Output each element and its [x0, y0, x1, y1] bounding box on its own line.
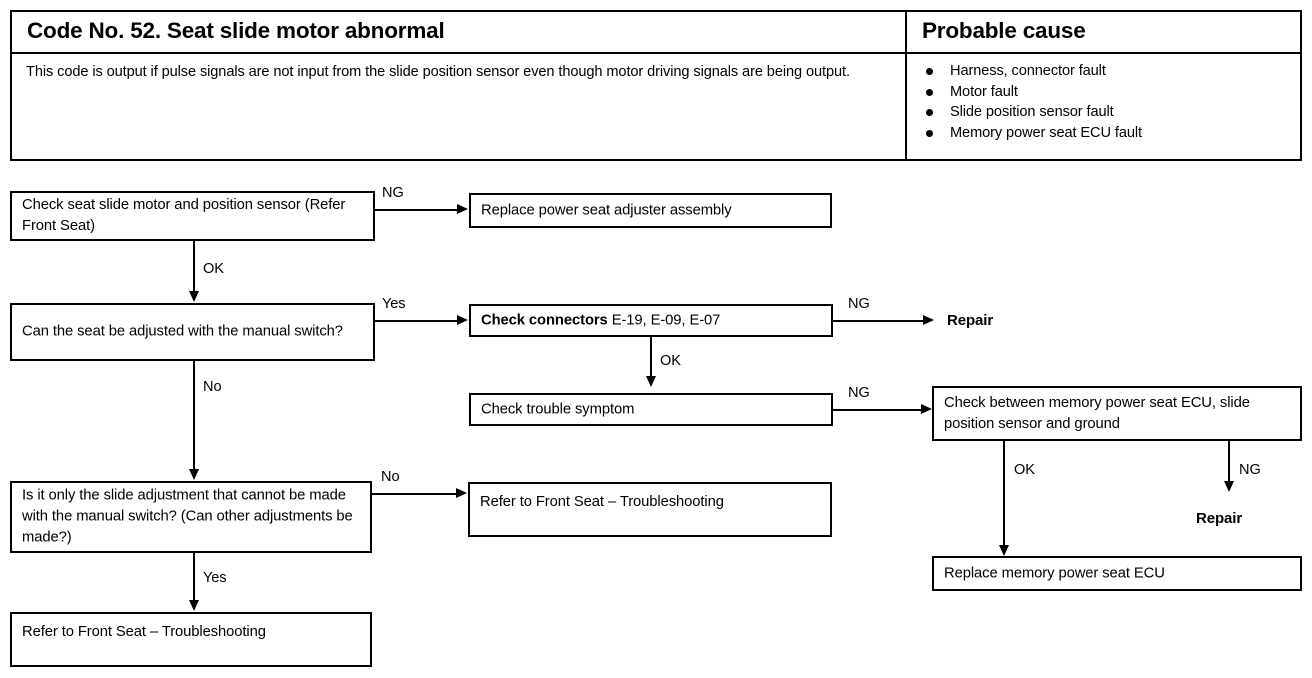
- flow-box-text: Replace power seat adjuster assembly: [481, 202, 732, 218]
- flow-box-label: Check connectors: [481, 312, 608, 328]
- edge-line: [375, 320, 459, 322]
- edge-label-yes-2: Yes: [203, 570, 227, 586]
- flow-box-text: Check seat slide motor and position sens…: [22, 197, 346, 234]
- edge-arrowhead: [921, 404, 932, 414]
- edge-line: [193, 361, 195, 473]
- flow-label-repair-right: Repair: [1196, 510, 1243, 527]
- edge-label-ng-4: NG: [1239, 462, 1261, 478]
- flow-box-check-trouble-symptom: Check trouble symptom: [469, 393, 833, 426]
- flow-box-replace-ecu: Replace memory power seat ECU: [932, 556, 1302, 591]
- flow-box-can-adjust-manual: Can the seat be adjusted with the manual…: [10, 303, 375, 361]
- flow-box-text: Can the seat be adjusted with the manual…: [22, 323, 343, 340]
- probable-cause-title: Probable cause: [922, 18, 1086, 43]
- flow-box-refer-front-seat-right: Refer to Front Seat – Troubleshooting: [468, 482, 832, 537]
- edge-label-ok-2: OK: [660, 353, 681, 369]
- table-header-divider-right: [905, 52, 1302, 54]
- edge-line: [193, 553, 195, 604]
- edge-line: [193, 241, 195, 295]
- edge-label-no-2: No: [381, 469, 400, 485]
- list-item: Motor fault: [922, 82, 1292, 103]
- flow-box-check-motor-sensor: Check seat slide motor and position sens…: [10, 191, 375, 241]
- edge-arrowhead: [457, 204, 468, 214]
- edge-line: [833, 320, 925, 322]
- edge-line: [833, 409, 923, 411]
- flow-box-text: Refer to Front Seat – Troubleshooting: [22, 624, 266, 640]
- edge-arrowhead: [998, 545, 1009, 556]
- flow-box-text: Check trouble symptom: [481, 401, 635, 417]
- table-header-divider-left: [10, 52, 905, 54]
- code-title: Code No. 52. Seat slide motor abnormal: [27, 18, 445, 43]
- edge-line: [372, 493, 458, 495]
- edge-arrowhead: [188, 600, 199, 611]
- table-vertical-divider: [905, 10, 907, 161]
- edge-arrowhead: [456, 488, 467, 498]
- list-item: Slide position sensor fault: [922, 102, 1292, 123]
- flow-box-check-between-ecu: Check between memory power seat ECU, sli…: [932, 386, 1302, 441]
- edge-line: [1003, 441, 1005, 549]
- edge-line: [375, 209, 459, 211]
- edge-label-ok-3: OK: [1014, 462, 1035, 478]
- flow-box-connector-codes: E-19, E-09, E-07: [611, 312, 721, 328]
- code-description: This code is output if pulse signals are…: [26, 64, 850, 80]
- flow-box-text: Replace memory power seat ECU: [944, 565, 1165, 581]
- flow-box-text: Is it only the slide adjustment that can…: [22, 487, 353, 546]
- list-item: Harness, connector fault: [922, 61, 1292, 82]
- edge-arrowhead: [188, 291, 199, 302]
- edge-arrowhead: [188, 469, 199, 480]
- flow-box-replace-adjuster: Replace power seat adjuster assembly: [469, 193, 832, 228]
- edge-label-ok-1: OK: [203, 261, 224, 277]
- list-item: Memory power seat ECU fault: [922, 123, 1292, 144]
- flow-box-check-connectors: Check connectors E-19, E-09, E-07: [469, 304, 833, 337]
- edge-arrowhead: [1223, 481, 1234, 492]
- edge-line: [1228, 441, 1230, 485]
- flow-box-refer-front-seat-bottom: Refer to Front Seat – Troubleshooting: [10, 612, 372, 667]
- edge-label-ng-1: NG: [382, 185, 404, 201]
- edge-label-ng-3: NG: [848, 385, 870, 401]
- flow-box-text: Check between memory power seat ECU, sli…: [944, 394, 1250, 432]
- fault-code-table: [10, 10, 1302, 161]
- edge-label-ng-2: NG: [848, 296, 870, 312]
- edge-line: [650, 337, 652, 380]
- flow-label-repair-top: Repair: [947, 312, 994, 329]
- probable-cause-list: Harness, connector fault Motor fault Sli…: [922, 61, 1292, 143]
- edge-label-yes-1: Yes: [382, 296, 406, 312]
- edge-arrowhead: [457, 315, 468, 325]
- edge-arrowhead: [923, 315, 934, 325]
- flow-box-slide-only-question: Is it only the slide adjustment that can…: [10, 481, 372, 553]
- edge-label-no-1: No: [203, 379, 222, 395]
- edge-arrowhead: [645, 376, 656, 387]
- flow-box-text: Refer to Front Seat – Troubleshooting: [480, 494, 724, 510]
